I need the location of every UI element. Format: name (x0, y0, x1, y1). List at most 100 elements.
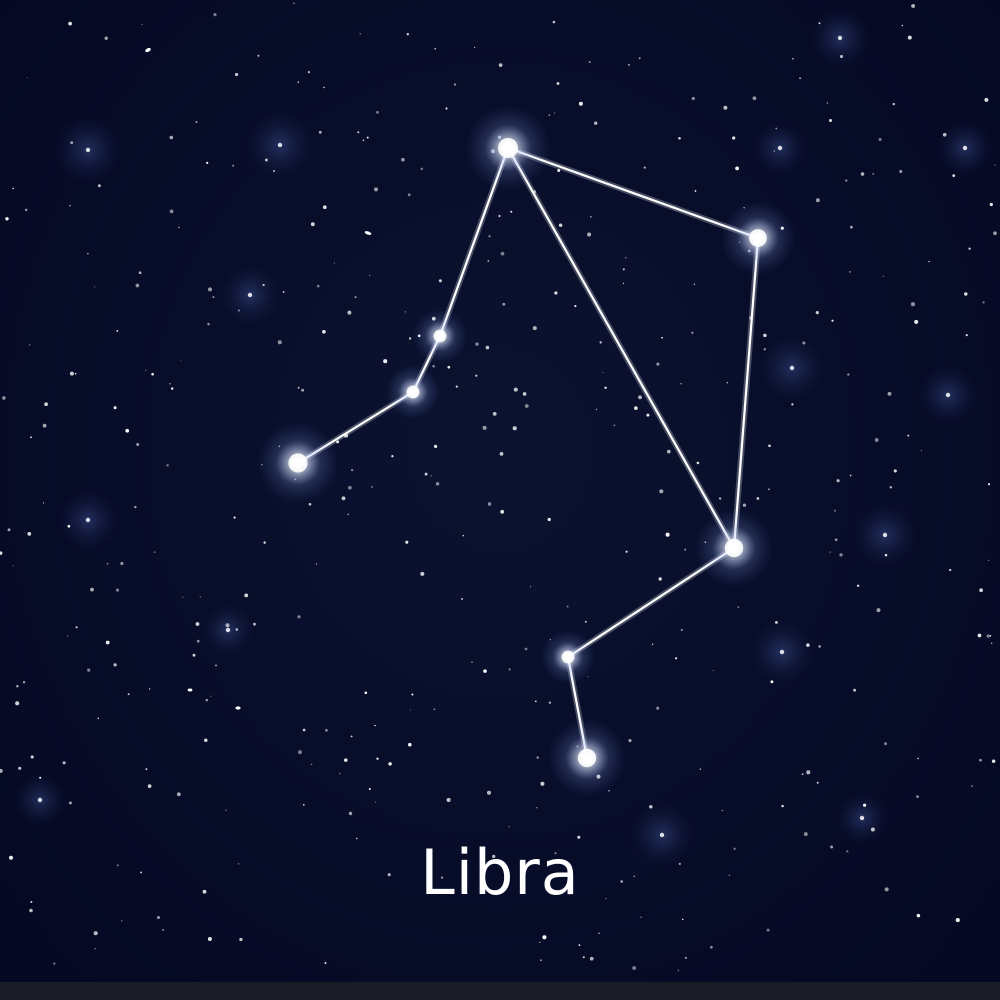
background-star (551, 859, 555, 863)
background-star (0, 551, 3, 555)
background-star (169, 209, 174, 214)
background-star (116, 330, 119, 332)
background-star (512, 426, 517, 431)
background-star (643, 166, 646, 169)
background-star (43, 502, 45, 504)
background-star (344, 758, 348, 762)
background-star (589, 956, 594, 961)
background-star (874, 438, 879, 442)
background-star (492, 412, 497, 416)
background-star (455, 385, 458, 388)
background-star (513, 387, 518, 392)
background-star (699, 768, 701, 770)
background-star (989, 202, 993, 207)
background-star (120, 561, 124, 566)
background-star (557, 169, 561, 172)
background-star (12, 565, 14, 567)
background-star (907, 434, 910, 437)
constellation-line (732, 236, 760, 550)
background-star (799, 77, 802, 80)
background-star (156, 915, 161, 920)
background-star (574, 305, 577, 308)
background-star (371, 486, 373, 488)
background-star (407, 193, 411, 197)
background-star (68, 801, 72, 805)
background-star (374, 724, 376, 727)
background-star (30, 755, 34, 759)
background-star (602, 372, 604, 374)
background-star (659, 489, 664, 494)
background-star (882, 275, 885, 277)
background-star (836, 479, 840, 483)
background-star (982, 301, 985, 304)
background-star (438, 279, 442, 283)
background-star (987, 559, 990, 562)
background-star (488, 235, 491, 238)
background-star (989, 635, 992, 637)
background-star (845, 179, 848, 182)
background-star (262, 283, 265, 287)
background-star (628, 64, 630, 66)
background-star (310, 222, 315, 227)
background-star (554, 291, 558, 295)
background-star (239, 937, 243, 942)
background-star (911, 4, 916, 8)
background-star (834, 538, 838, 542)
faint-star (777, 145, 783, 151)
background-star (430, 475, 432, 477)
background-star (994, 164, 996, 166)
background-star (502, 302, 506, 306)
background-star (364, 691, 368, 695)
background-star (482, 425, 487, 430)
background-star (196, 639, 200, 643)
background-star (42, 423, 47, 428)
background-star (75, 626, 78, 629)
background-star (928, 260, 930, 263)
background-star (409, 709, 411, 711)
background-star (684, 548, 687, 551)
background-star (293, 2, 295, 5)
background-star (366, 136, 369, 139)
background-star (775, 127, 778, 130)
background-star (94, 286, 96, 288)
background-star (892, 102, 896, 106)
background-star (712, 670, 714, 672)
background-star (815, 311, 819, 315)
background-star (633, 875, 635, 878)
background-star (547, 517, 551, 522)
background-star (884, 887, 889, 892)
constellation-line (506, 146, 736, 550)
background-star (792, 58, 794, 60)
background-star (127, 693, 130, 696)
background-star (225, 809, 227, 811)
background-star (675, 657, 678, 660)
faint-star (659, 832, 665, 838)
background-stars (0, 2, 997, 972)
background-star (408, 742, 412, 747)
background-star (691, 96, 695, 101)
background-star (872, 172, 875, 175)
background-star (522, 392, 527, 396)
background-star (955, 918, 960, 923)
background-star (979, 758, 982, 762)
background-star (578, 944, 581, 947)
background-star (693, 283, 696, 285)
background-star (666, 449, 671, 454)
background-star (424, 472, 428, 476)
background-star (625, 257, 627, 259)
background-star (979, 588, 983, 593)
background-star (405, 540, 409, 544)
background-star (94, 948, 96, 950)
background-star (498, 63, 503, 67)
background-star (151, 372, 154, 376)
background-star (29, 344, 31, 346)
background-star (916, 913, 921, 918)
background-star (829, 551, 831, 553)
background-star (737, 606, 740, 608)
background-star (594, 121, 598, 125)
background-star (135, 283, 140, 288)
background-star (204, 738, 208, 742)
background-star (18, 766, 22, 770)
background-star (802, 341, 806, 345)
